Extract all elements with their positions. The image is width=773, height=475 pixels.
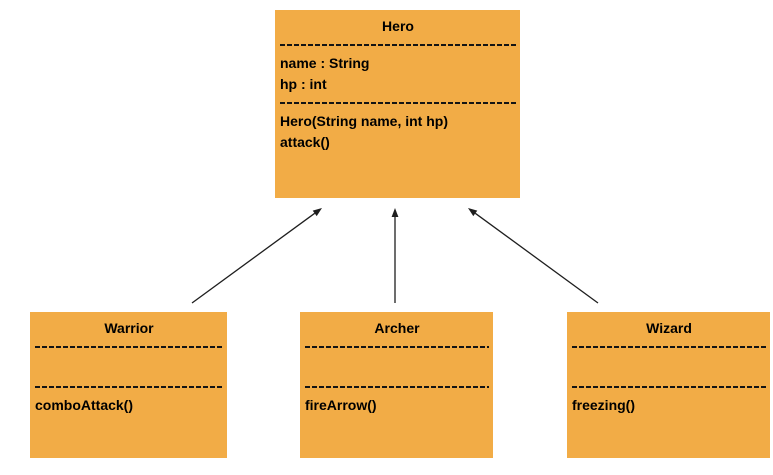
separator-dashed [305, 386, 489, 388]
inheritance-arrow-wizard-to-hero [468, 208, 599, 304]
separator-dashed [280, 102, 516, 104]
inheritance-arrow-warrior-to-hero [191, 208, 322, 304]
separator-dashed [305, 346, 489, 348]
separator-dashed [35, 386, 223, 388]
methods-section: fireArrow() [305, 395, 489, 416]
attributes-section: name : String hp : int [280, 53, 516, 95]
class-box-wizard: Wizard freezing() [567, 312, 770, 458]
separator-dashed [35, 346, 223, 348]
attributes-section-empty [35, 355, 223, 379]
method-line: Hero(String name, int hp) [280, 113, 448, 129]
methods-section: Hero(String name, int hp) attack() [280, 111, 516, 153]
separator-dashed [280, 44, 516, 46]
class-title-warrior: Warrior [104, 320, 154, 336]
attributes-section-empty [572, 355, 766, 379]
attribute-line: hp : int [280, 76, 327, 92]
method-line: freezing() [572, 397, 635, 413]
separator-dashed [572, 386, 766, 388]
attribute-line: name : String [280, 55, 370, 71]
class-title-wizard: Wizard [646, 320, 692, 336]
class-box-hero: Hero name : String hp : int Hero(String … [275, 10, 520, 198]
attributes-section-empty [305, 355, 489, 379]
methods-section: freezing() [572, 395, 766, 416]
methods-section: comboAttack() [35, 395, 223, 416]
method-line: comboAttack() [35, 397, 134, 413]
class-box-archer: Archer fireArrow() [300, 312, 493, 458]
class-box-warrior: Warrior comboAttack() [30, 312, 227, 458]
method-line: attack() [280, 134, 330, 150]
separator-dashed [572, 346, 766, 348]
method-line: fireArrow() [305, 397, 377, 413]
class-title-hero: Hero [382, 18, 414, 34]
inheritance-arrow-archer-to-hero [391, 208, 399, 303]
class-title-archer: Archer [374, 320, 420, 336]
